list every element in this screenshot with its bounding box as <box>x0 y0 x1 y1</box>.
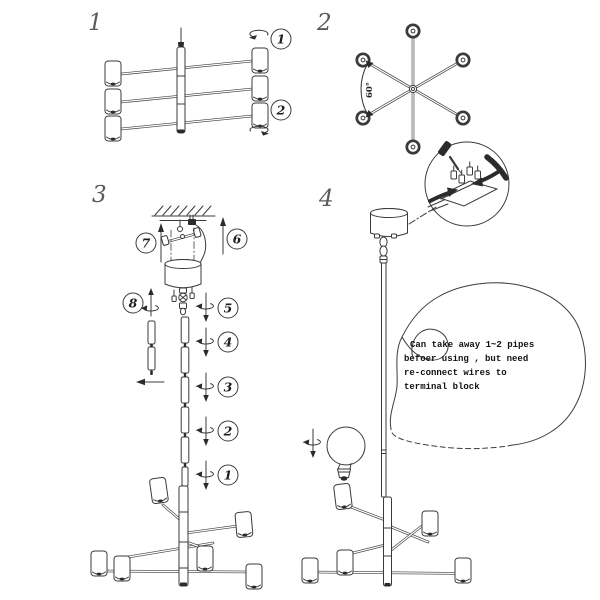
ceiling-canopy <box>370 208 408 239</box>
note-line: re-connect wires to <box>404 368 507 378</box>
step1-number: 1 <box>88 10 103 36</box>
center-hub <box>408 84 418 94</box>
lamp-shade-cylinder <box>251 47 269 74</box>
step2-top-view-diagram: 2 60° <box>316 10 471 155</box>
step1-arm-rotation-diagram: 1 1 <box>88 10 292 142</box>
callout-circle: 7 <box>135 232 157 254</box>
callout-circle: 5 <box>217 297 239 319</box>
cross-arm-middle <box>119 87 254 104</box>
cord-grip-hardware <box>171 286 195 316</box>
terminal-posts <box>450 161 481 184</box>
step4-final-assembly-diagram: 4 <box>301 141 586 587</box>
lift-arrow-icon <box>220 217 226 255</box>
callout-number: 8 <box>129 296 138 311</box>
screw-rotation-icon <box>195 292 214 323</box>
callout-circle: 1 <box>217 464 239 486</box>
hanging-wire <box>178 27 184 49</box>
callout-number: 3 <box>224 380 233 395</box>
screw-rotation-icon <box>195 460 214 491</box>
wire-insert-arrow-icon <box>471 170 500 187</box>
lamp-shade-cylinder <box>196 545 214 572</box>
terminal-block-detail-inset <box>424 141 510 227</box>
lamp-shade-cylinder <box>104 88 122 115</box>
callout-circle: 3 <box>217 376 239 398</box>
down-rod <box>381 262 387 498</box>
arm-end-ring <box>405 23 421 39</box>
chandelier-body <box>301 482 472 587</box>
step2-number: 2 <box>316 10 332 36</box>
arm-end-ring <box>455 110 471 126</box>
wire-insert-arrow-icon <box>428 187 458 203</box>
cross-arm-top <box>119 59 254 76</box>
arm-end-ring <box>455 52 471 68</box>
arm-end-ring <box>405 139 421 155</box>
step4-number: 4 <box>318 186 334 212</box>
lamp-shade-cylinder <box>421 510 439 537</box>
pipe-stack <box>180 316 190 487</box>
ceiling <box>151 205 216 221</box>
lamp-shade-cylinder <box>251 102 269 129</box>
lamp-shade-cylinder <box>104 115 122 142</box>
lamp-shade-cylinder <box>301 557 319 584</box>
angle-label: 60° <box>365 82 375 98</box>
lamp-shade-cylinder <box>113 555 131 582</box>
callout-number: 1 <box>277 32 286 47</box>
chandelier-body <box>90 476 263 590</box>
lamp-shade-cylinder <box>234 510 254 539</box>
screw-rotation-icon <box>195 416 214 447</box>
step3-number: 3 <box>92 182 107 208</box>
note-line: Can take away 1~2 pipes <box>410 340 534 350</box>
angle-annotation: 60° <box>360 60 375 118</box>
lamp-shade-cylinder <box>332 482 353 511</box>
lamp-shade-cylinder <box>245 563 263 590</box>
cross-arm-bottom <box>119 114 254 131</box>
lamp-shade-cylinder <box>104 60 122 87</box>
callout-number: 2 <box>276 103 286 118</box>
lift-arrow-icon <box>158 223 164 263</box>
note-cloud: Can take away 1~2 pipes befoer using , b… <box>389 282 586 450</box>
center-pole <box>176 46 186 134</box>
callout-number: 6 <box>233 232 242 247</box>
note-line: terminal block <box>404 382 480 392</box>
ceiling-screw <box>177 219 183 232</box>
ceiling-canopy <box>164 259 202 289</box>
screw-rotation-icon <box>195 327 214 358</box>
callout-circle: 2 <box>270 99 292 121</box>
callout-circle: 6 <box>226 228 248 250</box>
step3-pole-assembly-diagram: 3 <box>90 182 263 590</box>
callout-circle: 2 <box>217 420 239 442</box>
lamp-shade-cylinder <box>90 550 108 577</box>
loose-wires <box>427 199 449 212</box>
terminal-block <box>435 180 499 207</box>
mounting-bracket <box>160 227 202 246</box>
terminal-plug <box>188 214 196 225</box>
callout-circle: 8 <box>122 292 144 314</box>
lamp-shade-cylinder <box>336 549 354 576</box>
callout-circle: 1 <box>270 28 292 50</box>
radial-arms <box>361 29 465 149</box>
spare-pipe <box>147 320 156 375</box>
lamp-shade-cylinder <box>148 476 170 505</box>
screw-rotation-icon <box>195 372 214 403</box>
lamp-shade-cylinder <box>251 75 269 102</box>
remove-arrow-icon <box>136 378 165 386</box>
callout-number: 2 <box>223 424 233 439</box>
callout-number: 5 <box>224 301 233 316</box>
note-line: befoer using , but need <box>404 354 528 364</box>
detail-leader-line <box>408 206 437 225</box>
callout-number: 7 <box>142 236 151 251</box>
bulb-rotation-icon <box>302 428 321 459</box>
callout-number: 4 <box>224 335 233 350</box>
screwdriver-icon <box>438 141 462 174</box>
callout-number: 1 <box>224 468 233 483</box>
lamp-shade-cylinder <box>454 557 472 584</box>
callout-circle: 4 <box>217 331 239 353</box>
light-bulb <box>326 426 366 481</box>
mains-cable <box>484 154 509 181</box>
rotate-arrow-icon <box>248 29 269 41</box>
chain-connector <box>379 236 388 264</box>
